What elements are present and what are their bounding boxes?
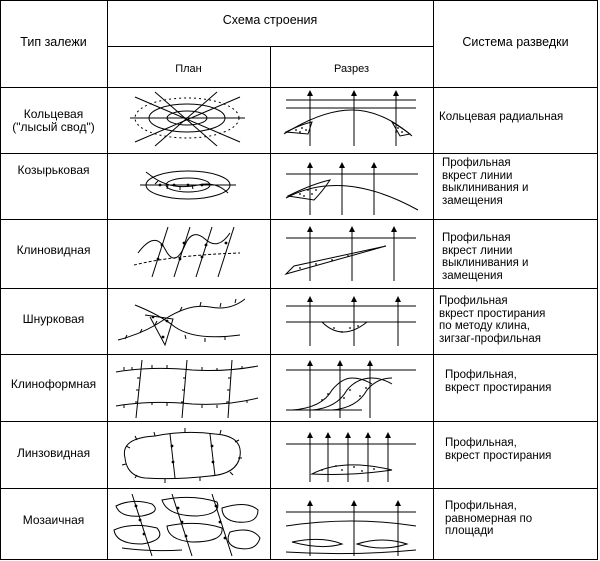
- row-type-3: Клиновидная: [16, 243, 91, 257]
- row-type-6: Линзовидная: [16, 446, 91, 460]
- row-system-3: Профильная вкрест линии выклинивания и з…: [442, 232, 529, 282]
- plan-lens-sketch: [115, 428, 250, 484]
- row-type-5: Клиноформная: [10, 377, 97, 391]
- section-visor-sketch: [282, 162, 422, 215]
- header-plan: План: [175, 63, 202, 75]
- header-section: Разрез: [333, 63, 370, 75]
- header-system: Система разведки: [462, 35, 569, 49]
- row-system-4: Профильная вкрест простирания по методу …: [439, 295, 546, 345]
- row-type-1: Кольцевая ("лысый свод"): [12, 107, 95, 134]
- section-clinoform-sketch: [282, 360, 420, 418]
- row-system-2: Профильная вкрест линии выклинивания и з…: [442, 157, 529, 207]
- section-ring-sketch: [282, 90, 420, 148]
- row-type-4: Шнурковая: [22, 312, 85, 326]
- row-type-7: Мозаичная: [22, 513, 85, 527]
- plan-shoestring-sketch: [115, 295, 250, 350]
- plan-wedge-sketch: [130, 225, 245, 280]
- row-system-6: Профильная, вкрест простирания: [445, 437, 552, 462]
- plan-visor-sketch: [140, 163, 240, 205]
- row-type-2: Козырьковая: [17, 163, 90, 177]
- plan-clinoform-sketch: [112, 358, 262, 420]
- header-type: Тип залежи: [20, 35, 87, 49]
- row-system-7: Профильная, равномерная по площади: [445, 500, 533, 537]
- section-wedge-sketch: [282, 226, 420, 281]
- header-scheme: Схема строения: [222, 13, 318, 27]
- section-lens-sketch: [282, 432, 420, 485]
- row-system-5: Профильная, вкрест простирания: [445, 369, 552, 394]
- plan-ring-sketch: [125, 92, 255, 150]
- section-shoestring-sketch: [282, 296, 420, 351]
- section-mosaic-sketch: [282, 500, 420, 556]
- row-system-1: Кольцевая радиальная: [439, 111, 564, 123]
- plan-mosaic-sketch: [112, 492, 262, 557]
